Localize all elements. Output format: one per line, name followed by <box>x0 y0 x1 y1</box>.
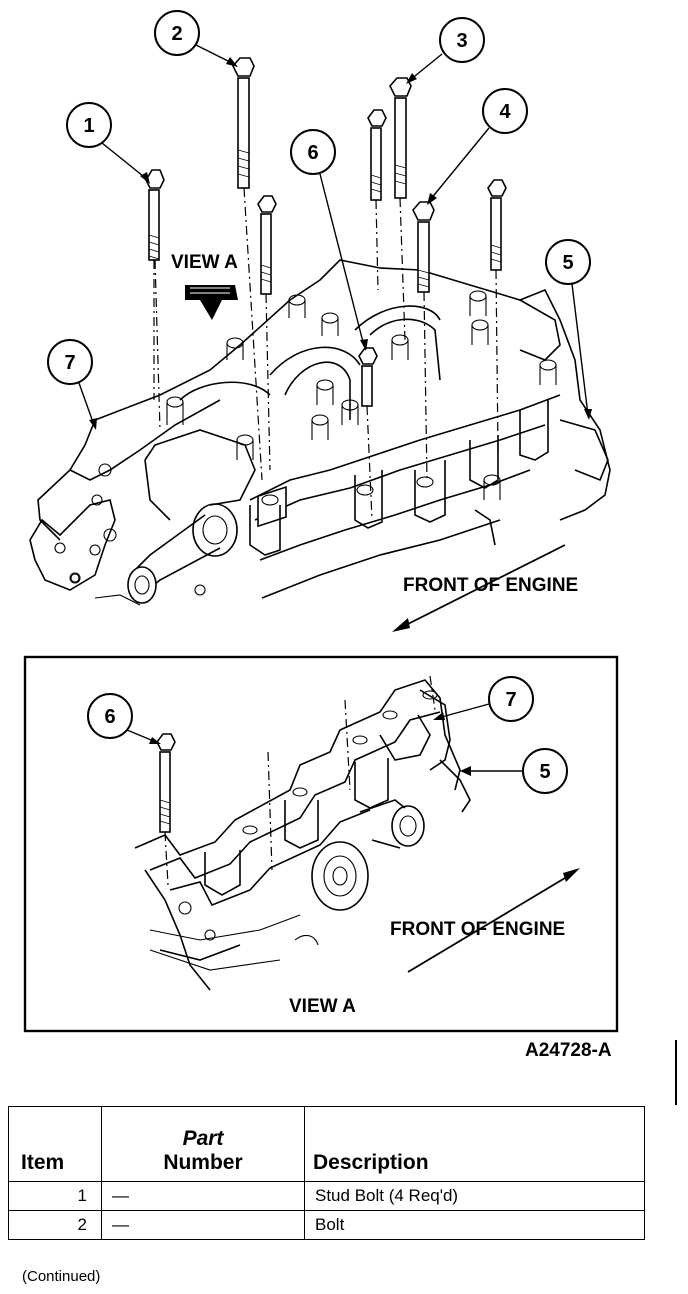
svg-text:7: 7 <box>505 689 516 711</box>
view-a-callout-6: 6 <box>87 693 161 744</box>
callout-7: 7 <box>47 339 97 430</box>
stud-bolt-1-icon <box>145 169 165 400</box>
view-a-callout-5: 5 <box>460 748 568 794</box>
header-part-line1: Part <box>182 1127 224 1150</box>
view-a-drawing <box>134 675 471 991</box>
table-header-row: Item Part Number Description <box>8 1106 645 1182</box>
svg-text:3: 3 <box>456 30 467 52</box>
svg-text:6: 6 <box>104 706 115 728</box>
view-a-pointer-label: VIEW A <box>171 252 238 273</box>
front-of-engine-label-main: FRONT OF ENGINE <box>403 575 578 596</box>
callout-3: 3 <box>406 17 485 84</box>
header-description: Description <box>304 1106 645 1182</box>
view-a-bolt-6-icon <box>156 733 176 886</box>
bolt-2-icon <box>232 57 263 481</box>
bolt-4-icon <box>412 201 435 481</box>
row-description: Bolt <box>304 1210 645 1240</box>
view-a-arrow-icon <box>185 285 238 320</box>
row-item: 1 <box>8 1181 102 1211</box>
callout-1: 1 <box>66 102 150 184</box>
svg-text:1: 1 <box>83 115 94 137</box>
row-part: — <box>101 1181 305 1211</box>
svg-text:2: 2 <box>171 23 182 45</box>
callout-2: 2 <box>154 10 238 67</box>
row-description: Stud Bolt (4 Req'd) <box>304 1181 645 1211</box>
row-part: — <box>101 1210 305 1240</box>
table-row: 1 — Stud Bolt (4 Req'd) <box>8 1181 645 1211</box>
row-item: 2 <box>8 1210 102 1240</box>
svg-text:5: 5 <box>562 252 573 274</box>
svg-text:6: 6 <box>307 142 318 164</box>
callout-5: 5 <box>545 239 592 420</box>
svg-text:7: 7 <box>64 352 75 374</box>
engine-block-drawing <box>29 259 611 606</box>
view-a-callout-7: 7 <box>433 676 534 722</box>
front-of-engine-arrow-view-a-icon <box>407 868 580 973</box>
figure-id: A24728-A <box>525 1040 612 1061</box>
parts-table: Item Part Number Description 1 — Stud Bo… <box>8 1106 645 1240</box>
header-part-number: Part Number <box>101 1106 305 1182</box>
table-row: 2 — Bolt <box>8 1210 645 1240</box>
view-a-caption: VIEW A <box>289 996 356 1017</box>
front-of-engine-arrow-main-icon <box>392 544 566 632</box>
continued-note: (Continued) <box>22 1268 101 1285</box>
bolt-3-icon <box>389 77 412 341</box>
bolt-6-icon <box>358 347 378 521</box>
callout-6: 6 <box>290 129 368 351</box>
header-item: Item <box>8 1106 102 1182</box>
bolt-stud-drawings <box>145 57 507 521</box>
header-part-line2: Number <box>163 1151 243 1174</box>
svg-text:4: 4 <box>499 101 511 123</box>
svg-text:5: 5 <box>539 761 550 783</box>
callout-4: 4 <box>427 88 528 205</box>
